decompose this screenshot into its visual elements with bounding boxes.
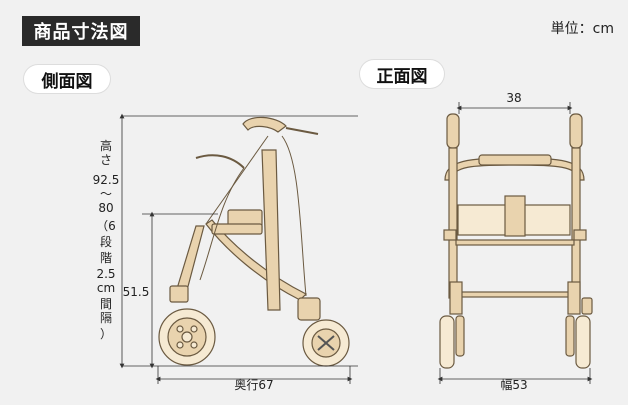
svg-text:間: 間: [100, 297, 112, 311]
left-upright: [448, 147, 458, 299]
right-grip: [569, 113, 583, 149]
right-upright: [571, 147, 581, 299]
front-caster-bracket: [297, 297, 321, 321]
svg-text:92.5: 92.5: [93, 173, 120, 187]
svg-text:高: 高: [100, 138, 112, 153]
side-view-walker: [158, 116, 350, 367]
side-dimension-lines: [119, 113, 358, 384]
right-rear-wheel: [575, 315, 591, 369]
svg-text:隔: 隔: [100, 311, 112, 325]
front-dimension-lines: [437, 102, 593, 384]
height-dimension-label: 高 さ 92.5 〜 80 （6 段 階 2.5 cm 間 隔 ）: [93, 138, 120, 341]
svg-text:段: 段: [100, 234, 112, 249]
svg-text:〜: 〜: [100, 187, 112, 201]
seat-height-label: 51.5: [123, 285, 150, 299]
left-grip: [446, 113, 460, 149]
top-pad: [478, 154, 552, 166]
svg-text:2.5: 2.5: [96, 267, 115, 281]
svg-text:さ: さ: [100, 153, 112, 167]
width-top-label: 38: [506, 91, 521, 105]
unit-label: 単位：cm: [550, 21, 614, 37]
front-view-walker: [439, 113, 593, 369]
brake-lever: [195, 154, 245, 169]
left-rear-wheel: [439, 315, 455, 369]
bag-clasp: [504, 195, 526, 237]
svg-text:80: 80: [98, 201, 113, 215]
width-bottom-label: 幅53: [500, 377, 527, 392]
svg-text:cm: cm: [97, 281, 115, 295]
rear-leg: [175, 225, 205, 295]
svg-text:（6: （6: [96, 219, 116, 233]
depth-label: 奥行67: [234, 378, 273, 392]
front-view-label: 正面図: [360, 60, 444, 88]
rear-caster-bracket: [169, 285, 189, 303]
main-upright: [261, 149, 281, 311]
svg-text:）: ）: [100, 327, 112, 341]
page-title: 商品寸法図: [22, 16, 140, 46]
handle-grip: [242, 116, 287, 133]
svg-text:階: 階: [100, 250, 112, 265]
side-view-label: 側面図: [24, 65, 110, 93]
